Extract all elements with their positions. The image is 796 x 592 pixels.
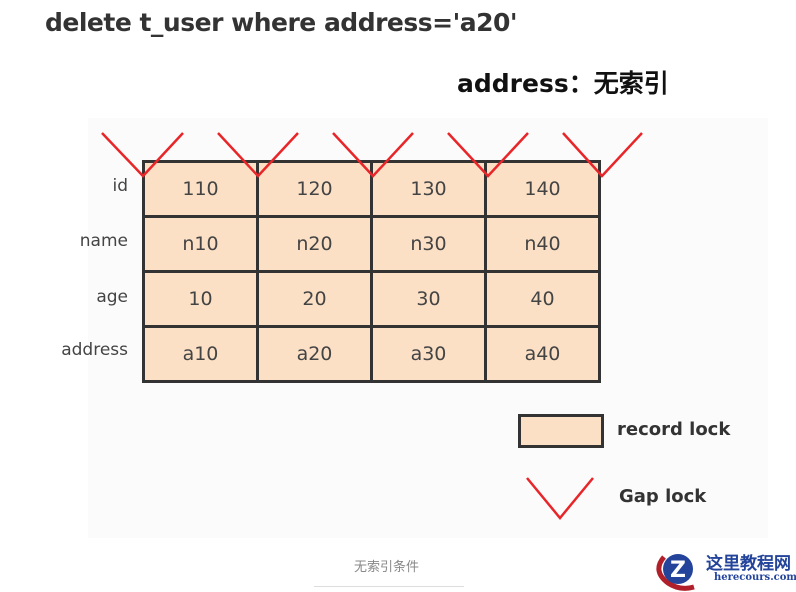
watermark-site: herecours.com (714, 572, 796, 583)
gap-lock-icon (562, 132, 643, 178)
cell: a40 (484, 325, 601, 383)
cell: 20 (256, 270, 373, 328)
gap-lock-icon (447, 132, 529, 178)
legend-gap-lock-label: Gap lock (619, 486, 707, 507)
cell: 140 (484, 160, 601, 218)
caption: 无索引条件 (354, 560, 420, 575)
legend-record-lock-label: record lock (617, 419, 731, 440)
cell: 130 (370, 160, 487, 218)
logo-icon: Z (656, 554, 695, 591)
row-label-age: age (96, 287, 128, 307)
cell: 40 (484, 270, 601, 328)
sql-statement: delete t_user where address='a20' (45, 8, 518, 37)
caption-divider (314, 586, 464, 587)
cell: 30 (370, 270, 487, 328)
cell: 110 (142, 160, 259, 218)
cell: a10 (142, 325, 259, 383)
cell: n40 (484, 215, 601, 273)
cell: a20 (256, 325, 373, 383)
cell: n20 (256, 215, 373, 273)
cell: 120 (256, 160, 373, 218)
gap-lock-icon (101, 132, 184, 178)
cell: n30 (370, 215, 487, 273)
index-note: address：无索引 (457, 69, 669, 98)
cell: 10 (142, 270, 259, 328)
row-label-id: id (112, 176, 128, 196)
watermark-name: 这里教程网 (706, 554, 791, 574)
svg-text:Z: Z (670, 558, 686, 583)
cell: a30 (370, 325, 487, 383)
legend-gap-lock-icon (526, 477, 594, 520)
row-label-name: name (79, 231, 128, 251)
cell: n10 (142, 215, 259, 273)
gap-lock-icon (332, 132, 414, 178)
row-label-address: address (61, 340, 128, 360)
legend-record-lock-swatch (518, 414, 604, 448)
gap-lock-icon (217, 132, 299, 178)
